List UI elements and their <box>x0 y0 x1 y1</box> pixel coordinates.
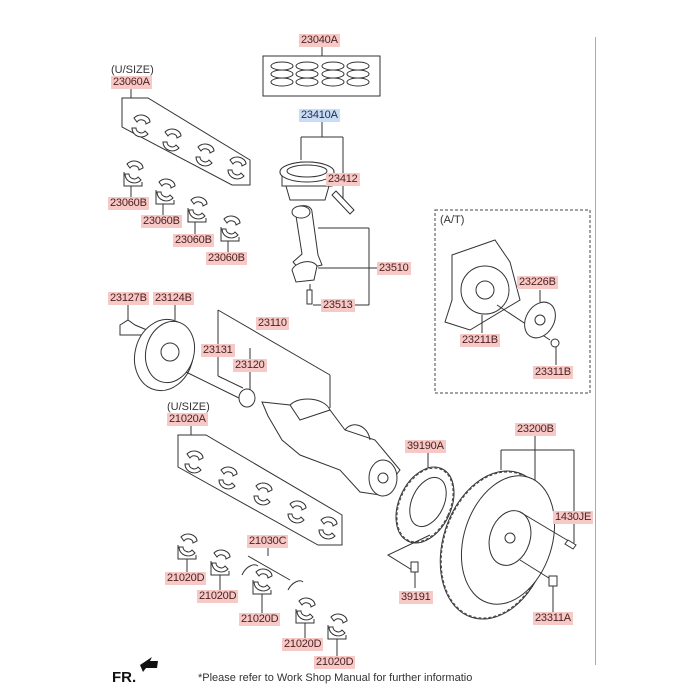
front-arrow-icon <box>140 657 158 672</box>
bracket <box>220 227 240 242</box>
part-label-23120[interactable]: 23120 <box>233 359 267 372</box>
bearing-shell <box>188 196 208 220</box>
part-label-23060A[interactable]: 23060A <box>111 76 152 89</box>
piston-ring <box>270 61 294 71</box>
main-bearing-shells[interactable] <box>123 160 348 656</box>
bearing-shell <box>178 533 198 557</box>
part-label-21020D-5[interactable]: 21020D <box>314 656 356 669</box>
part-label-23200B[interactable]: 23200B <box>515 423 556 436</box>
front-marker: FR. <box>112 669 137 686</box>
bearing-shell <box>184 450 204 474</box>
bearing-shell <box>211 549 231 573</box>
piston-assembly[interactable] <box>279 122 344 201</box>
part-label-39191[interactable]: 39191 <box>399 591 433 604</box>
ring-gear-bolt[interactable] <box>410 561 419 588</box>
part-label-23510[interactable]: 23510 <box>377 262 411 275</box>
bearing-shell <box>227 156 247 180</box>
piston-ring <box>295 69 319 79</box>
ring-gear-plate[interactable] <box>385 452 466 571</box>
part-label-21030C[interactable]: 21030C <box>247 535 289 548</box>
bearing-shell <box>124 160 144 184</box>
part-label-23060B-3[interactable]: 23060B <box>173 234 214 247</box>
piston-ring-set[interactable] <box>262 46 381 97</box>
part-label-23131[interactable]: 23131 <box>201 344 235 357</box>
part-label-23060B-4[interactable]: 23060B <box>206 252 247 265</box>
part-label-23412[interactable]: 23412 <box>326 173 360 186</box>
piston-ring <box>321 77 345 87</box>
part-label-23060B-1[interactable]: 23060B <box>108 197 149 210</box>
damper-pulley[interactable] <box>119 305 244 401</box>
part-label-23211B[interactable]: 23211B <box>460 334 500 347</box>
piston-pin[interactable] <box>331 186 355 215</box>
usize-note-upper: (U/SIZE) <box>111 64 154 76</box>
part-label-21020D-4[interactable]: 21020D <box>282 638 324 651</box>
part-label-23311A[interactable]: 23311A <box>533 612 573 625</box>
part-label-21020D-1[interactable]: 21020D <box>165 572 207 585</box>
part-label-39190A[interactable]: 39190A <box>405 440 446 453</box>
bearing-shell <box>287 500 307 524</box>
piston-ring <box>346 77 370 87</box>
part-label-23110[interactable]: 23110 <box>256 317 289 330</box>
page-divider <box>595 37 596 665</box>
piston-ring <box>346 61 370 71</box>
part-label-21020A[interactable]: 21020A <box>167 413 208 426</box>
bracket <box>155 190 175 205</box>
crankshaft[interactable] <box>217 309 401 497</box>
bearing-shell <box>195 143 215 167</box>
part-label-23226B[interactable]: 23226B <box>517 276 558 289</box>
piston-ring <box>270 69 294 79</box>
bearing-shell <box>253 482 273 506</box>
part-label-21020D-2[interactable]: 21020D <box>197 590 239 603</box>
bearing-set-lower[interactable] <box>177 425 343 546</box>
connecting-rod[interactable] <box>291 205 377 306</box>
bracket <box>187 208 207 223</box>
part-label-23311B[interactable]: 23311B <box>533 366 573 379</box>
bearing-shell <box>221 215 241 239</box>
bearing-shell <box>131 114 151 138</box>
drive-plate-at[interactable] <box>444 239 551 341</box>
adapter-plate[interactable] <box>518 290 561 343</box>
piston-ring <box>295 61 319 71</box>
part-label-21020D-3[interactable]: 21020D <box>239 613 281 626</box>
part-label-23513[interactable]: 23513 <box>321 299 355 312</box>
part-label-23410A[interactable]: 23410A <box>299 109 340 122</box>
piston-ring <box>321 61 345 71</box>
flywheel[interactable] <box>422 436 577 633</box>
thrust-washers[interactable] <box>241 546 304 591</box>
piston-ring <box>346 69 370 79</box>
usize-note-lower: (U/SIZE) <box>167 401 210 413</box>
piston-ring <box>295 77 319 87</box>
bearing-shell <box>218 466 238 490</box>
piston-ring <box>321 69 345 79</box>
bearing-shell <box>318 516 338 540</box>
bearing-shell <box>162 128 182 152</box>
bearing-set-upper[interactable] <box>121 88 251 186</box>
drive-plate-bolt[interactable] <box>550 338 560 365</box>
footer-note: *Please refer to Work Shop Manual for fu… <box>198 672 473 684</box>
at-group-note: (A/T) <box>440 214 465 226</box>
bearing-shell <box>156 178 176 202</box>
part-label-23124B[interactable]: 23124B <box>153 292 194 305</box>
flywheel-bolt[interactable] <box>548 575 558 612</box>
bracket <box>123 172 143 187</box>
bearing-shell <box>296 597 316 621</box>
bearing-shell <box>328 613 348 637</box>
part-label-23040A[interactable]: 23040A <box>299 34 340 47</box>
part-label-23060B-2[interactable]: 23060B <box>141 215 182 228</box>
part-label-1430JE[interactable]: 1430JE <box>553 511 594 524</box>
piston-ring <box>270 77 294 87</box>
bearing-shell <box>253 568 273 592</box>
part-label-23127B[interactable]: 23127B <box>108 292 149 305</box>
